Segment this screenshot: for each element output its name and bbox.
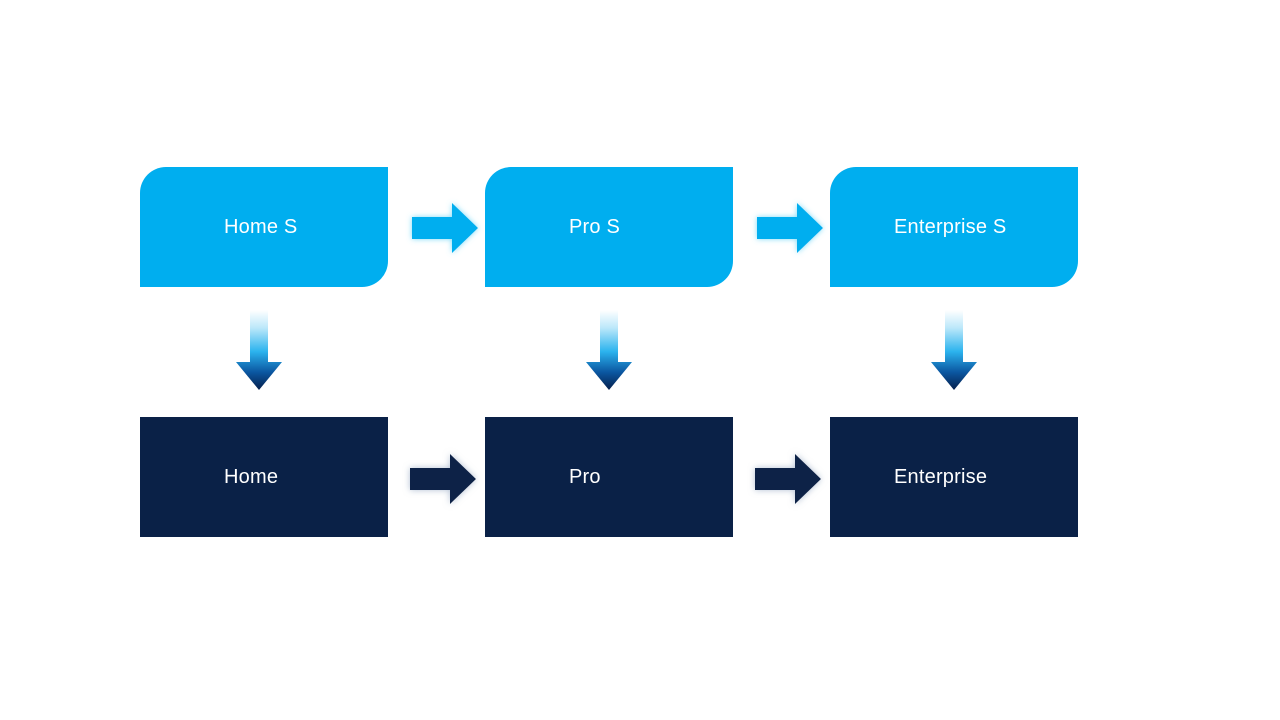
arrow-pro-s-to-pro [582,310,636,392]
tier-label-home: Home [224,466,279,488]
tier-label-enterprise: Enterprise [894,466,988,488]
tier-label-pro: Pro [569,466,601,488]
tier-box-pro-s[interactable]: Pro S [485,167,733,287]
arrow-enterprise-s-to-enterprise [927,310,981,392]
arrow-home-to-pro [406,450,480,508]
arrow-home-s-to-pro-s [408,199,482,257]
arrow-home-s-to-home [232,310,286,392]
tier-box-enterprise[interactable]: Enterprise [830,417,1078,537]
tier-label-home-s: Home S [224,216,298,238]
arrow-pro-to-enterprise [751,450,825,508]
tier-box-home[interactable]: Home [140,417,388,537]
tier-label-enterprise-s: Enterprise S [894,216,1007,238]
arrow-pro-s-to-enterprise-s [753,199,827,257]
tier-box-enterprise-s[interactable]: Enterprise S [830,167,1078,287]
tier-box-pro[interactable]: Pro [485,417,733,537]
tier-box-home-s[interactable]: Home S [140,167,388,287]
tier-label-pro-s: Pro S [569,216,621,238]
